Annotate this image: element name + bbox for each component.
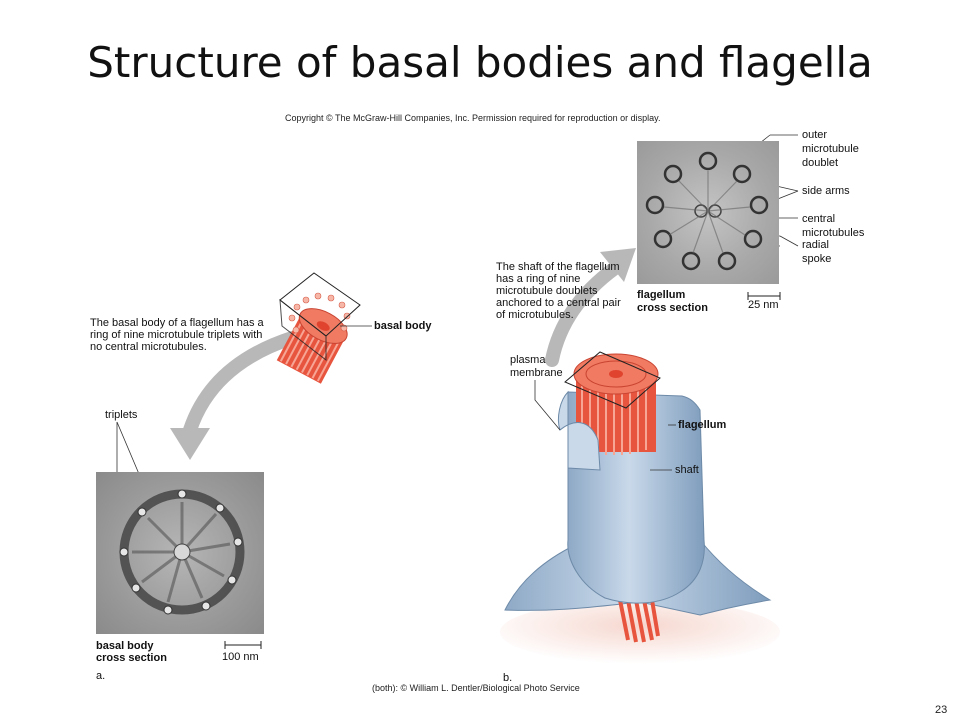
label-plasma-1: plasma [510, 354, 546, 366]
label-side-arms: side arms [802, 185, 850, 197]
label-flagellum: flagellum [678, 419, 727, 431]
label-central-1: central [802, 213, 836, 225]
label-shaft: shaft [675, 464, 699, 476]
label-outer-3: doublet [802, 157, 839, 169]
copyright-notice: Copyright © The McGraw-Hill Companies, I… [285, 113, 661, 123]
flagellum-micrograph-title-2: cross section [637, 302, 708, 314]
photo-credit: (both): © William L. Dentler/Biological … [372, 683, 580, 693]
flagellum-micrograph [637, 141, 779, 284]
page-number: 23 [935, 704, 948, 716]
basal-micrograph-title-1: basal body [96, 640, 154, 652]
basal-micrograph-title-2: cross section [96, 652, 167, 664]
panel-b-letter: b. [503, 672, 513, 684]
slide-title: Structure of basal bodies and flagella [87, 38, 873, 87]
arrow-to-basal-micrograph [170, 331, 299, 460]
label-basal-body: basal body [374, 320, 432, 332]
label-radial-1: radial [802, 239, 829, 251]
label-central-2: microtubules [802, 227, 865, 239]
panel-b-caption: The shaft of the flagellum has a ring of… [496, 261, 621, 321]
basal-body-micrograph [96, 472, 264, 634]
label-outer-1: outer [802, 129, 828, 141]
label-outer-2: microtubule [802, 143, 859, 155]
label-plasma-2: membrane [510, 367, 563, 379]
flagellum-micrograph-title-1: flagellum [637, 289, 686, 301]
label-triplets: triplets [105, 409, 138, 421]
scale-bars [224, 292, 781, 649]
basal-body-illustration [276, 272, 361, 384]
arrow-to-flagellum-micrograph [545, 248, 636, 367]
scale-label-25nm: 25 nm [748, 299, 779, 311]
label-radial-2: spoke [802, 253, 832, 265]
panel-a-letter: a. [96, 670, 106, 682]
panel-a-caption: The basal body of a flagellum has a ring… [90, 317, 264, 353]
scale-label-100nm: 100 nm [222, 651, 259, 663]
flagellum-illustration [500, 351, 780, 664]
